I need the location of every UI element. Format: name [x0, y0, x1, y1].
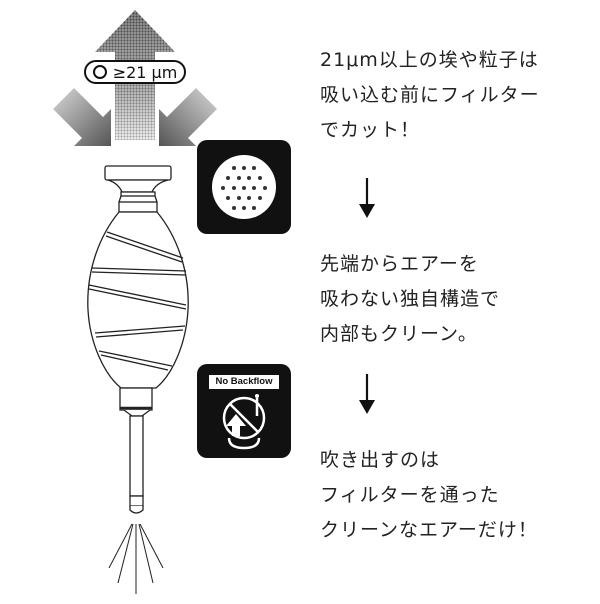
step-2-line-3: 内部もクリーン。: [320, 323, 478, 345]
no-backflow-icon-box: No Backflow: [197, 364, 291, 458]
air-jet-lines: [108, 523, 164, 594]
step-1-line-2: 吸い込む前にフィルター: [320, 84, 540, 106]
step-3-line-2: フィルターを通った: [320, 484, 500, 506]
down-arrow-icon: [359, 178, 375, 218]
step-2-line-1: 先端からエアーを: [320, 253, 479, 275]
step-3-line-1: 吹き出すのは: [320, 449, 441, 471]
inflow-arrow-right-icon: [159, 88, 217, 146]
no-backflow-label: No Backflow: [209, 375, 279, 389]
step-1-text: 21μm以上の埃や粒子は 吸い込む前にフィルター でカット！: [320, 43, 540, 148]
step-2-line-2: 吸わない独自構造で: [320, 288, 501, 310]
inflow-arrow-left-icon: [53, 88, 111, 146]
filter-icon-box: [197, 140, 291, 234]
step-1-line-3: でカット！: [320, 119, 421, 141]
filter-mesh-icon: [212, 155, 276, 219]
no-backflow-icon: [222, 394, 266, 450]
circle-ok-icon: [92, 65, 107, 79]
step-3-line-3: クリーンなエアーだけ！: [320, 519, 538, 541]
blower-illustration: ≥21 μm: [0, 0, 300, 600]
blower-drawing: [53, 10, 217, 594]
step-1-line-1: 21μm以上の埃や粒子は: [320, 49, 539, 71]
step-3-text: 吹き出すのは フィルターを通った クリーンなエアーだけ！: [320, 443, 538, 548]
down-arrow-icon: [359, 374, 375, 414]
particle-size-label: ≥21 μm: [112, 62, 178, 82]
particle-size-badge: ≥21 μm: [84, 60, 186, 84]
step-2-text: 先端からエアーを 吸わない独自構造で 内部もクリーン。: [320, 247, 500, 352]
